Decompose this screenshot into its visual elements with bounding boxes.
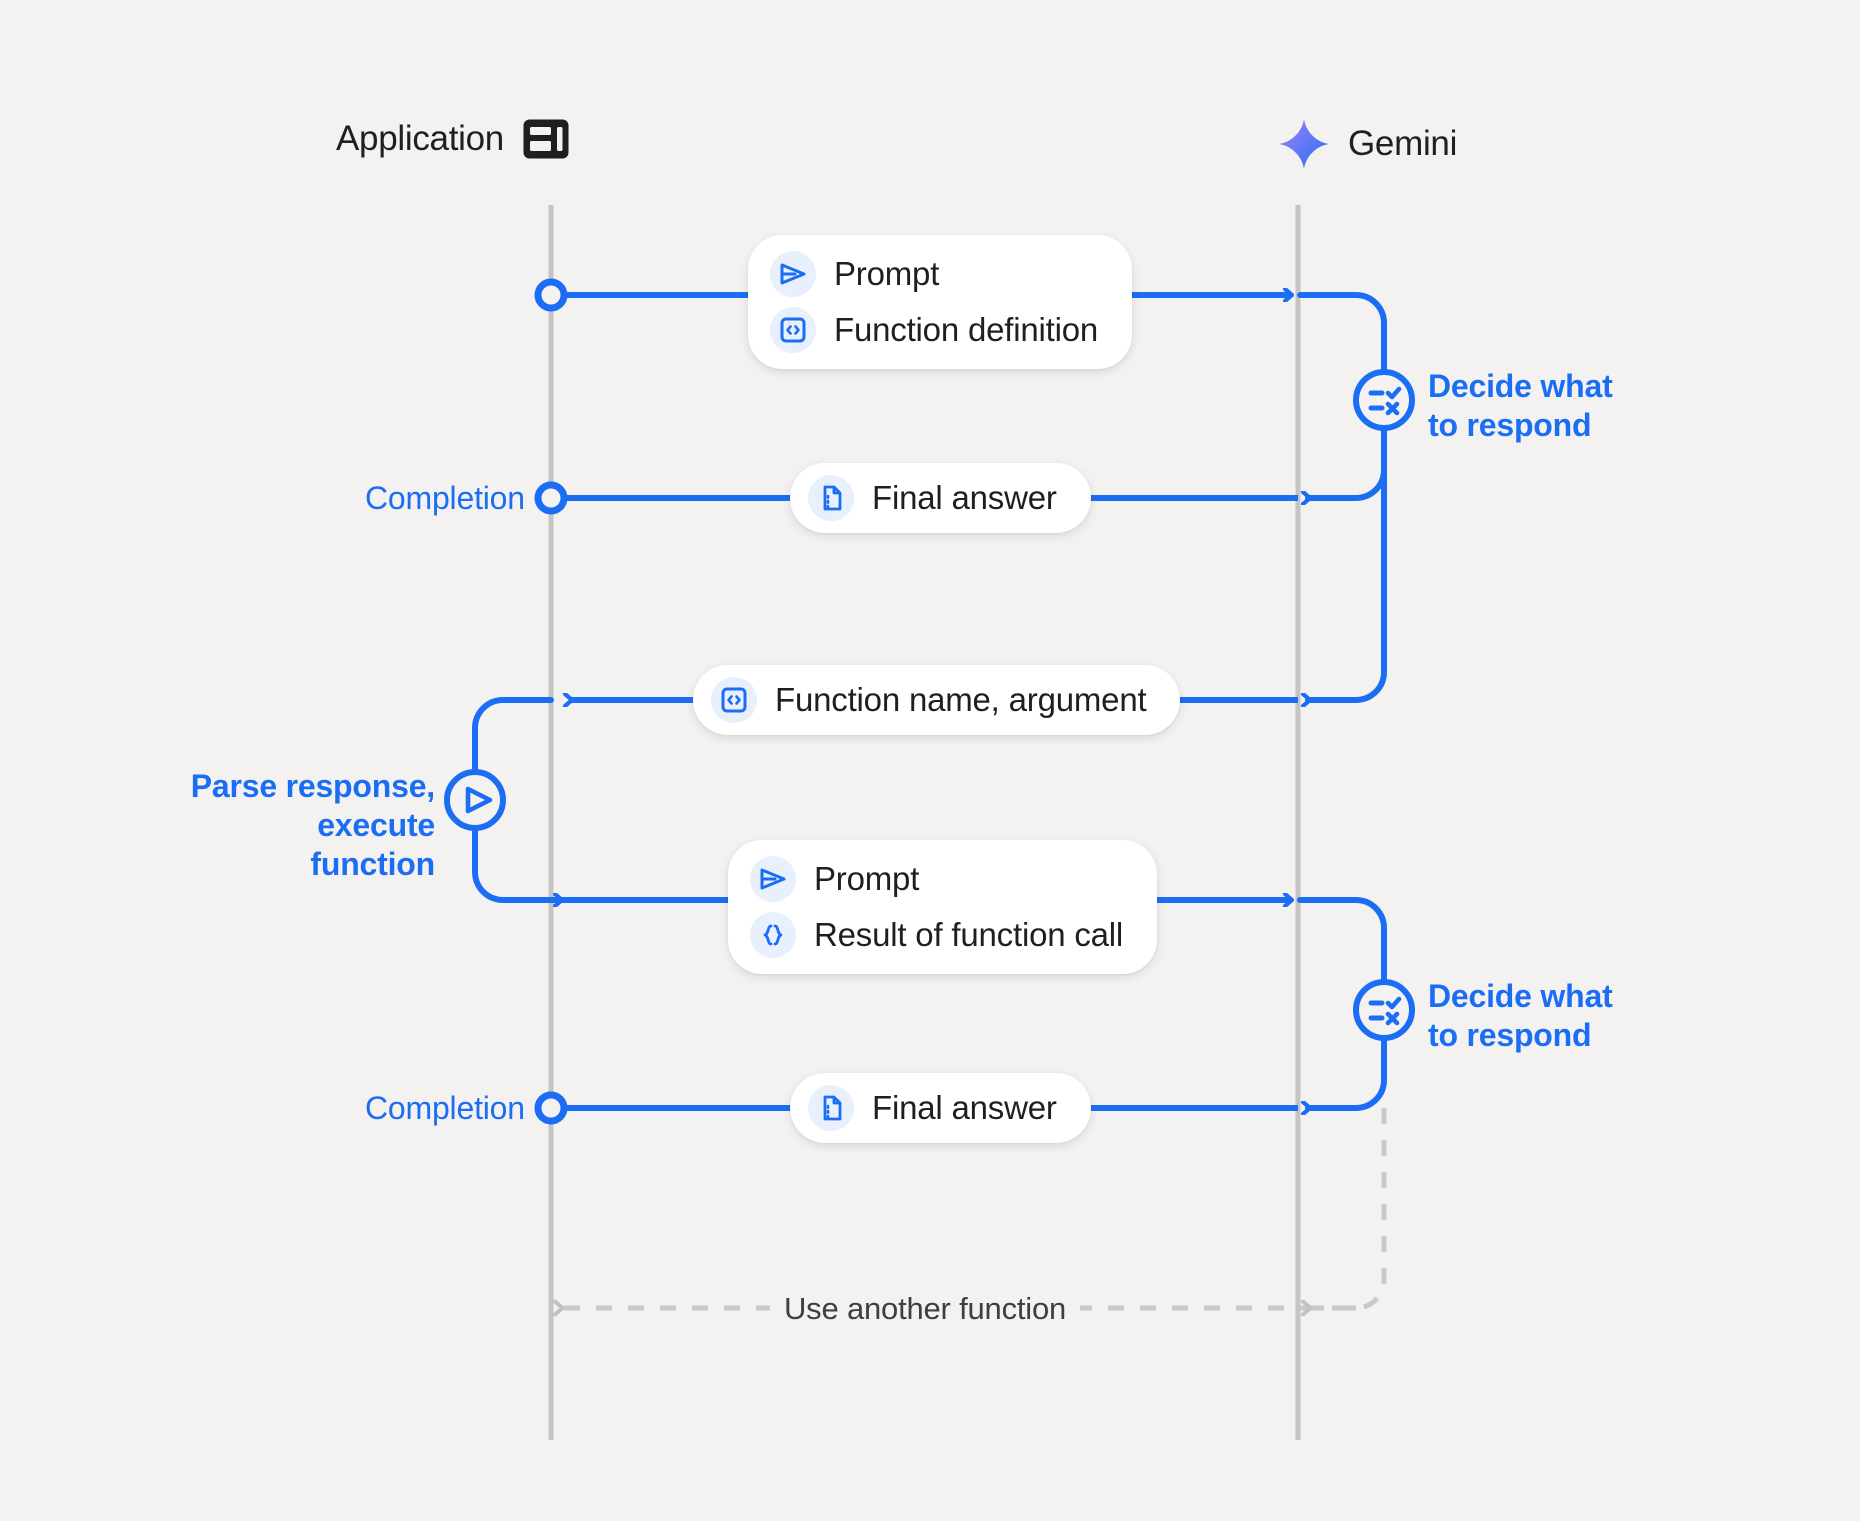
label-parse-execute: Parse response, execute function [190,768,435,883]
label-decide-1: Decide what to respond [1428,368,1613,444]
label-completion-2: Completion [365,1090,525,1126]
completion-dot-1 [534,481,568,515]
bubble-row-final-answer: Final answer [808,475,1057,521]
message-bubble-prompt-result-of-function-call[interactable]: Prompt Result of function call [728,840,1158,974]
code-brackets-icon [770,307,816,353]
wire-decide1-to-functioncall [1308,425,1387,700]
message-bubble-function-name-argument[interactable]: Function name, argument [693,665,1181,735]
bubble-label: Final answer [872,478,1057,516]
lane-header-application: Application [336,118,570,160]
wire-app-bracket-out [472,825,560,900]
bubble-label: Function definition [834,310,1099,348]
start-dot [534,278,568,312]
label-use-another-function: Use another function [770,1291,1081,1327]
document-icon [808,1085,854,1131]
lane-title-application: Application [336,119,504,158]
gemini-sparkle-icon [1278,118,1330,170]
bubble-label: Final answer [872,1088,1057,1126]
message-bubble-final-answer-1[interactable]: Final answer [790,463,1091,533]
code-brackets-icon [711,677,757,723]
bubble-label: Function name, argument [775,680,1147,718]
send-prompt-icon [750,856,796,902]
wire-gemini-bracket-1 [1297,292,1387,375]
bubble-row-function-name-argument: Function name, argument [711,677,1147,723]
node-decide-2 [1353,979,1415,1041]
bubble-label: Prompt [834,254,940,292]
bubble-row-prompt: Prompt [770,251,1098,297]
bubble-row-result-of-function-call: Result of function call [750,912,1123,958]
wire-app-bracket-in [472,697,554,775]
send-prompt-icon [770,251,816,297]
lane-header-gemini: Gemini [1278,118,1457,170]
node-parse-execute [444,769,506,831]
lane-title-gemini: Gemini [1348,124,1458,163]
wire-gemini-bracket-2 [1297,897,1387,985]
wire-decide1-to-completion [1308,425,1387,498]
application-window-icon [522,118,570,160]
node-decide-1 [1353,369,1415,431]
message-bubble-prompt-function-definition[interactable]: Prompt Function definition [748,235,1133,369]
message-bubble-final-answer-2[interactable]: Final answer [790,1073,1091,1143]
label-decide-2: Decide what to respond [1428,978,1613,1054]
bubble-row-function-definition: Function definition [770,307,1098,353]
wire-decide2-to-completion [1308,1035,1387,1108]
bubble-row-prompt: Prompt [750,856,1123,902]
bubble-row-final-answer: Final answer [808,1085,1057,1131]
document-icon [808,475,854,521]
completion-dot-2 [534,1091,568,1125]
curly-braces-icon [750,912,796,958]
label-completion-1: Completion [365,480,525,516]
bubble-label: Result of function call [814,915,1124,953]
bubble-label: Prompt [814,859,920,897]
